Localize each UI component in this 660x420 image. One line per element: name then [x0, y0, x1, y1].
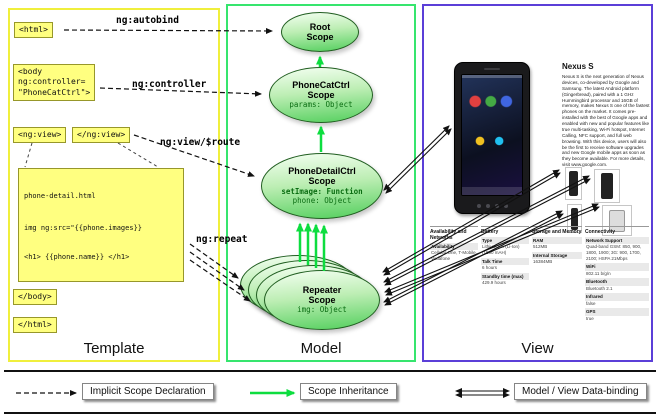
spec-label: Network Support — [585, 237, 649, 245]
html-open-tag-box: <html> — [14, 22, 53, 39]
scope-title: Scope — [308, 176, 336, 187]
spec-label: Standby time (max) — [481, 272, 529, 281]
ng-autobind-label: ng:autobind — [116, 15, 179, 26]
legend-bottom-rule — [4, 412, 656, 414]
scope-title: Scope — [306, 32, 334, 42]
spec-table: Availability and Networks Availability C… — [430, 226, 649, 323]
view-panel-label: View — [521, 340, 554, 357]
spec-value: Bluetooth 2.1 — [586, 285, 613, 291]
spec-header: Availability and Networks — [430, 226, 478, 241]
spec-label: Internal Storage — [532, 252, 582, 260]
spec-value: 6 hours — [482, 265, 498, 271]
spec-value: 512MB — [533, 244, 548, 250]
thumbnail-1 — [565, 167, 582, 200]
scope-property: phone: Object — [292, 196, 352, 206]
phone-statusbar — [462, 75, 522, 78]
scope-property: params: Object — [289, 100, 353, 110]
view-panel: View Nexus S Nexus S is the next generat… — [422, 4, 653, 362]
code-line: img ng:src="{{phone.images}} — [24, 224, 143, 233]
phone-dock — [462, 187, 522, 195]
body-close-tag-box: </body> — [13, 289, 57, 306]
legend-implicit-scope-label: Implicit Scope Declaration — [82, 383, 214, 400]
legend-top-rule — [4, 370, 656, 372]
scope-title: Root — [309, 21, 331, 32]
ngview-open-tag-box: <ng:view> — [13, 127, 67, 144]
spec-column-connectivity: Connectivity Network Support Quad-band G… — [585, 226, 649, 323]
body-open-tag-box: <body ng:controller= "PhoneCatCtrl"> — [13, 64, 96, 102]
spec-value: Cellular One, T-Mobile, Vodafone — [431, 250, 477, 262]
scope-title: PhoneDetailCtrl — [288, 165, 356, 176]
spec-value: false — [586, 300, 596, 306]
scope-title: Scope — [307, 90, 335, 101]
spec-header: Connectivity — [585, 226, 649, 235]
phone-screen — [461, 74, 523, 196]
spec-value: 429.9 hours — [482, 280, 506, 286]
spec-column-storage: Storage and Memory RAM 512MB Internal St… — [532, 226, 582, 323]
product-title: Nexus S — [562, 62, 594, 71]
code-title: phone-detail.html — [24, 191, 96, 200]
scope-title: Scope — [308, 295, 336, 306]
spec-header: Battery — [481, 226, 529, 235]
code-line: <h1> {{phone.name}} </h1> — [24, 252, 130, 261]
spec-column-battery: Battery Type Lithium Ion (Li-Ion) (1500 … — [481, 226, 529, 323]
thumbnail-2 — [594, 169, 620, 203]
spec-label: Bluetooth — [585, 278, 649, 286]
spec-label: GPS — [585, 308, 649, 316]
spec-label: Type — [481, 237, 529, 245]
html-close-tag-box: </html> — [13, 317, 57, 334]
scope-property: img: Object — [297, 305, 347, 315]
spec-value: Lithium Ion (Li-Ion) (1500 mAH) — [482, 244, 520, 256]
legend-data-binding-label: Model / View Data-binding — [514, 383, 647, 400]
ngview-close-tag-box: </ng:view> — [72, 127, 131, 144]
spec-column-availability: Availability and Networks Availability C… — [430, 226, 478, 323]
spec-label: Talk Time — [481, 257, 529, 266]
ng-repeat-label: ng:repeat — [196, 234, 248, 245]
spec-value: Quad-band GSM: 850, 900, 1800, 1900; 3G:… — [586, 244, 642, 261]
legend-scope-inheritance-label: Scope Inheritance — [300, 383, 397, 400]
scope-title: Repeater — [302, 284, 342, 295]
ng-controller-label: ng:controller — [132, 79, 207, 90]
spec-value: true — [586, 315, 594, 321]
product-description: Nexus S is the next generation of Nexus … — [562, 74, 650, 168]
spec-label: Infrared — [585, 293, 649, 301]
ng-view-route-label: ng:view/$route — [160, 137, 241, 148]
model-panel-label: Model — [300, 340, 342, 357]
spec-header: Storage and Memory — [532, 226, 582, 235]
spec-label: RAM — [532, 237, 582, 245]
code-line: ... — [24, 281, 178, 282]
spec-value: 16384MB — [533, 259, 553, 265]
template-panel-label: Template — [83, 340, 145, 357]
phone-detail-code-box: phone-detail.html img ng:src="{{phone.im… — [18, 168, 184, 282]
phone-speaker — [484, 68, 500, 70]
scope-title: PhoneCatCtrl — [292, 79, 350, 90]
scope-property: setImage: Function — [281, 186, 363, 196]
phone-image — [454, 62, 530, 214]
root-scope-ellipse: Root Scope — [281, 12, 359, 52]
repeater-scope-ellipse: Repeater Scope img: Object — [264, 270, 380, 330]
phonecatctrl-scope-ellipse: PhoneCatCtrl Scope params: Object — [269, 67, 373, 123]
spec-label: WiFi — [585, 263, 649, 271]
template-panel: Template — [8, 8, 220, 362]
phonedetailctrl-scope-ellipse: PhoneDetailCtrl Scope setImage: Function… — [261, 153, 383, 219]
spec-label: Availability — [430, 243, 478, 251]
spec-value: 802.11 b/g/n — [586, 270, 611, 276]
phone-keys — [455, 204, 529, 208]
